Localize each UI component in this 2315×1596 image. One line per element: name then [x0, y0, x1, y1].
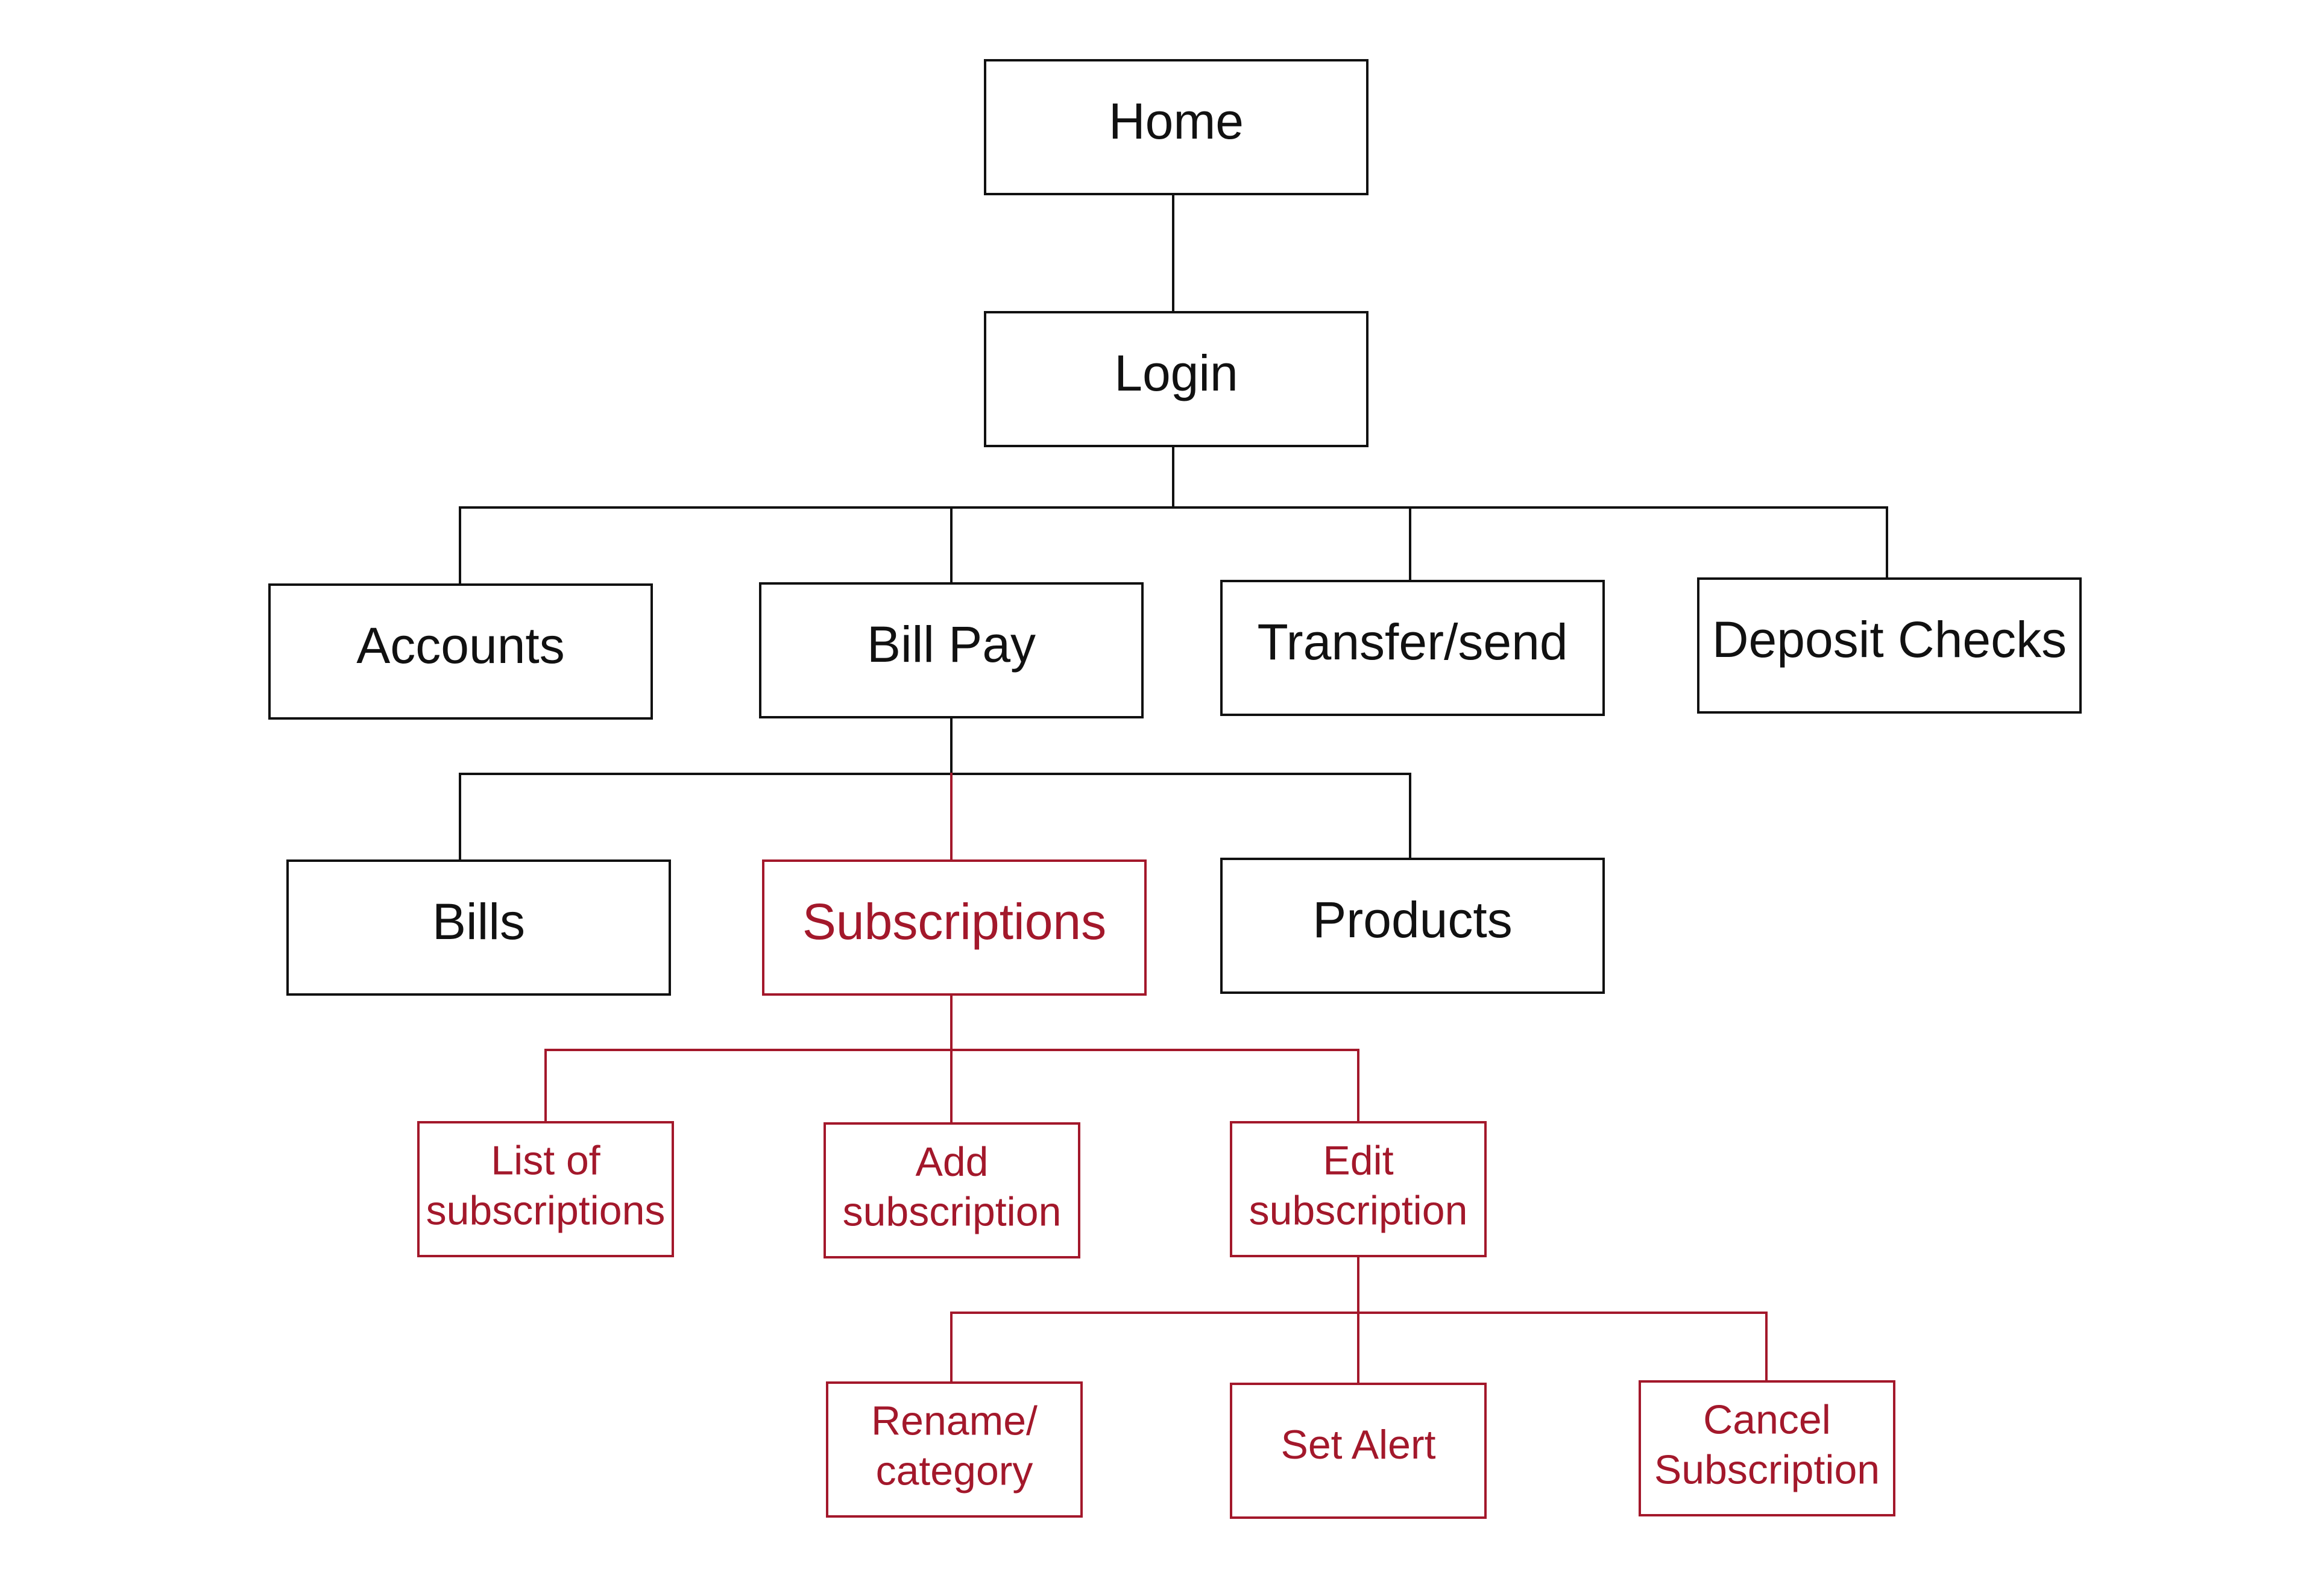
node-label-add-subscription: subscription [843, 1189, 1062, 1234]
node-box-list-of-subscriptions [417, 1121, 674, 1257]
node-label-list-of-subscriptions: subscriptions [426, 1187, 666, 1233]
node-transfer-send: Transfer/send [1220, 580, 1605, 716]
node-label-edit-subscription: Edit [1323, 1138, 1393, 1184]
node-products: Products [1220, 858, 1605, 994]
node-box-transfer-send [1220, 580, 1605, 716]
node-login: Login [984, 311, 1369, 447]
node-label-accounts: Accounts [356, 617, 565, 674]
node-label-list-of-subscriptions: List of [491, 1138, 600, 1184]
node-label-transfer-send: Transfer/send [1257, 614, 1567, 670]
node-bills: Bills [286, 859, 671, 996]
node-box-login [984, 311, 1369, 447]
node-label-bill-pay: Bill Pay [867, 616, 1036, 673]
node-box-accounts [268, 583, 653, 720]
node-box-subscriptions [762, 859, 1147, 996]
node-box-set-alert [1230, 1383, 1487, 1519]
node-box-rename-category [826, 1381, 1083, 1518]
node-box-bill-pay [759, 582, 1144, 718]
node-accounts: Accounts [268, 583, 653, 720]
node-label-cancel-subscription: Subscription [1654, 1447, 1880, 1492]
node-deposit-checks: Deposit Checks [1697, 577, 2082, 714]
node-box-home [984, 59, 1369, 195]
node-label-deposit-checks: Deposit Checks [1712, 611, 2067, 668]
node-box-edit-subscription [1230, 1121, 1487, 1257]
node-box-cancel-subscription [1639, 1380, 1895, 1516]
node-subscriptions: Subscriptions [762, 859, 1147, 996]
node-box-deposit-checks [1697, 577, 2082, 714]
node-set-alert: Set Alert [1230, 1383, 1487, 1519]
node-label-subscriptions: Subscriptions [802, 893, 1106, 950]
node-bill-pay: Bill Pay [759, 582, 1144, 718]
node-label-home: Home [1109, 93, 1244, 149]
node-label-edit-subscription: subscription [1249, 1187, 1468, 1233]
node-home: Home [984, 59, 1369, 195]
node-label-products: Products [1312, 891, 1513, 948]
node-label-login: Login [1114, 345, 1238, 401]
node-label-set-alert: Set Alert [1280, 1422, 1435, 1468]
node-label-cancel-subscription: Cancel [1703, 1397, 1831, 1443]
node-label-add-subscription: Add [916, 1139, 989, 1185]
node-label-bills: Bills [432, 893, 525, 950]
node-label-rename-category: category [876, 1448, 1033, 1494]
node-box-products [1220, 858, 1605, 994]
node-rename-category: Rename/category [826, 1381, 1083, 1518]
node-box-bills [286, 859, 671, 996]
node-box-add-subscription [824, 1122, 1080, 1258]
connectors-layer [459, 193, 1888, 1385]
node-label-rename-category: Rename/ [871, 1398, 1038, 1444]
